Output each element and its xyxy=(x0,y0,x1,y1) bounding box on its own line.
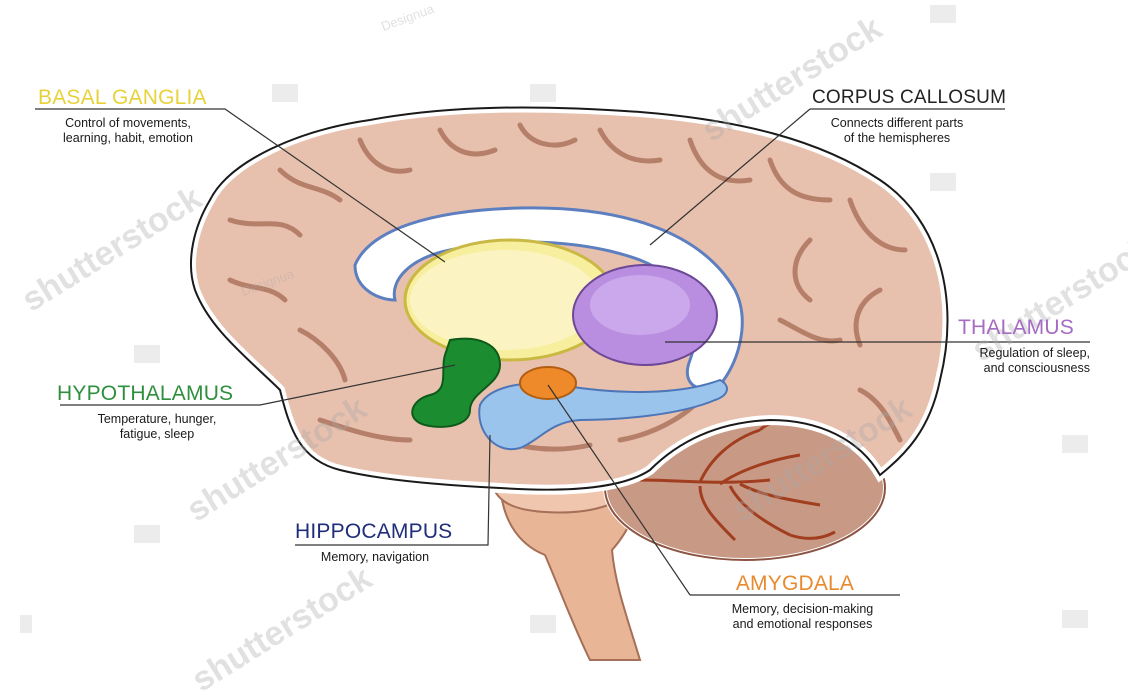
label-description: Temperature, hunger, fatigue, sleep xyxy=(57,412,257,442)
label-amygdala: AMYGDALA Memory, decision-making and emo… xyxy=(710,572,900,632)
label-description: Connects different parts of the hemisphe… xyxy=(812,116,982,146)
label-title: HYPOTHALAMUS xyxy=(57,382,257,406)
label-hippocampus: HIPPOCAMPUS Memory, navigation xyxy=(295,520,455,565)
label-title: BASAL GANGLIA xyxy=(38,86,228,110)
label-hypothalamus: HYPOTHALAMUS Temperature, hunger, fatigu… xyxy=(57,382,257,442)
label-thalamus: THALAMUS Regulation of sleep, and consci… xyxy=(958,316,1108,376)
label-title: CORPUS CALLOSUM xyxy=(812,86,1012,110)
label-description: Control of movements, learning, habit, e… xyxy=(28,116,228,146)
label-title: THALAMUS xyxy=(958,316,1108,340)
label-description: Regulation of sleep, and consciousness xyxy=(958,346,1090,376)
label-description: Memory, decision-making and emotional re… xyxy=(710,602,895,632)
label-description: Memory, navigation xyxy=(295,550,455,565)
label-title: AMYGDALA xyxy=(710,572,880,596)
amygdala xyxy=(520,367,576,399)
label-title: HIPPOCAMPUS xyxy=(295,520,455,544)
label-basal-ganglia: BASAL GANGLIA Control of movements, lear… xyxy=(38,86,228,146)
label-corpus-callosum: CORPUS CALLOSUM Connects different parts… xyxy=(812,86,1012,146)
